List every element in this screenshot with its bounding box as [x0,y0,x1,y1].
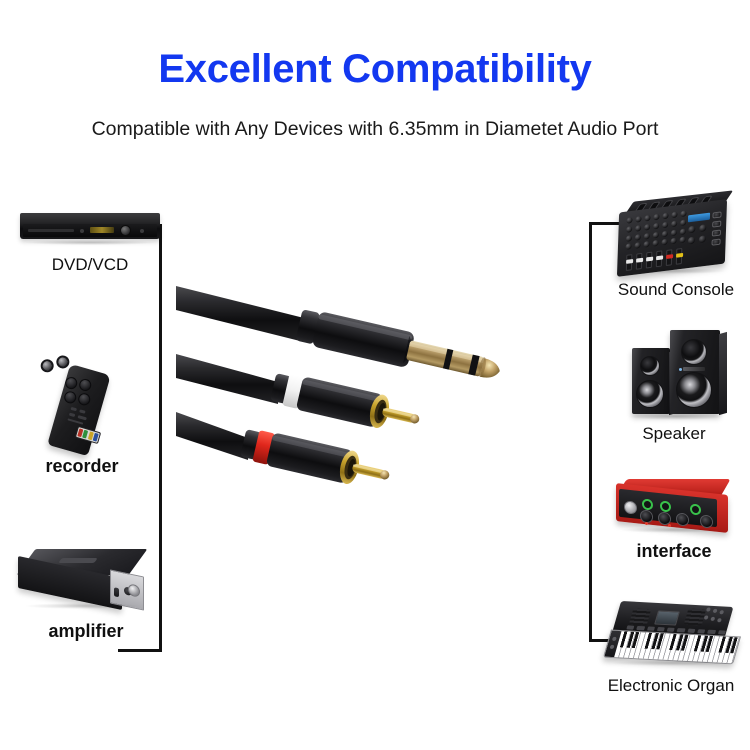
rca-red-barrel [266,433,353,483]
device-label-dvd-vcd: DVD/VCD [51,255,129,274]
device-label-interface: interface [636,541,712,561]
amplifier-icon [16,545,156,617]
trs-ring-2 [468,354,480,376]
device-audio-interface: interface [612,477,736,573]
rca-plug-white [270,373,420,428]
right-bracket-spine [589,222,592,642]
right-bracket-top-arm [589,222,633,225]
device-label-amplifier: amplifier [48,621,124,641]
dvd-player-icon [20,203,160,249]
audio-interface-icon [612,477,736,541]
cable-lead-trs [176,286,304,342]
cable-lead-rca-red [176,412,248,460]
device-electronic-organ: Electronic Organ [600,600,742,700]
rca-white-barrel [296,377,383,427]
product-cable-image [176,272,566,522]
cable-lead-rca-white [176,354,278,404]
left-bracket-spine [159,224,162,652]
device-label-recorder: recorder [45,456,119,476]
trs-6-35mm-plug [296,309,500,378]
device-speaker: Speaker [614,326,734,448]
speaker-pair-icon [614,326,734,422]
left-bracket-bottom-arm [118,649,162,652]
trs-barrel [312,312,414,367]
device-label-sound-console: Sound Console [617,280,735,299]
device-sound-console: Sound Console [614,190,738,304]
device-label-speaker: Speaker [642,424,706,443]
device-amplifier: amplifier [16,545,156,651]
device-recorder: recorder [32,352,132,480]
device-dvd-vcd: DVD/VCD [20,203,160,283]
page-subtitle: Compatible with Any Devices with 6.35mm … [91,118,659,140]
device-label-electronic-organ: Electronic Organ [607,676,735,695]
keyboard-organ-icon [600,600,742,674]
field-recorder-icon [32,352,132,457]
trs-ring-1 [442,348,454,370]
mixing-console-icon [614,190,738,278]
cable-illustration [176,286,500,484]
rca-plug-red [240,429,390,484]
page-title: Excellent Compatibility [158,47,592,91]
